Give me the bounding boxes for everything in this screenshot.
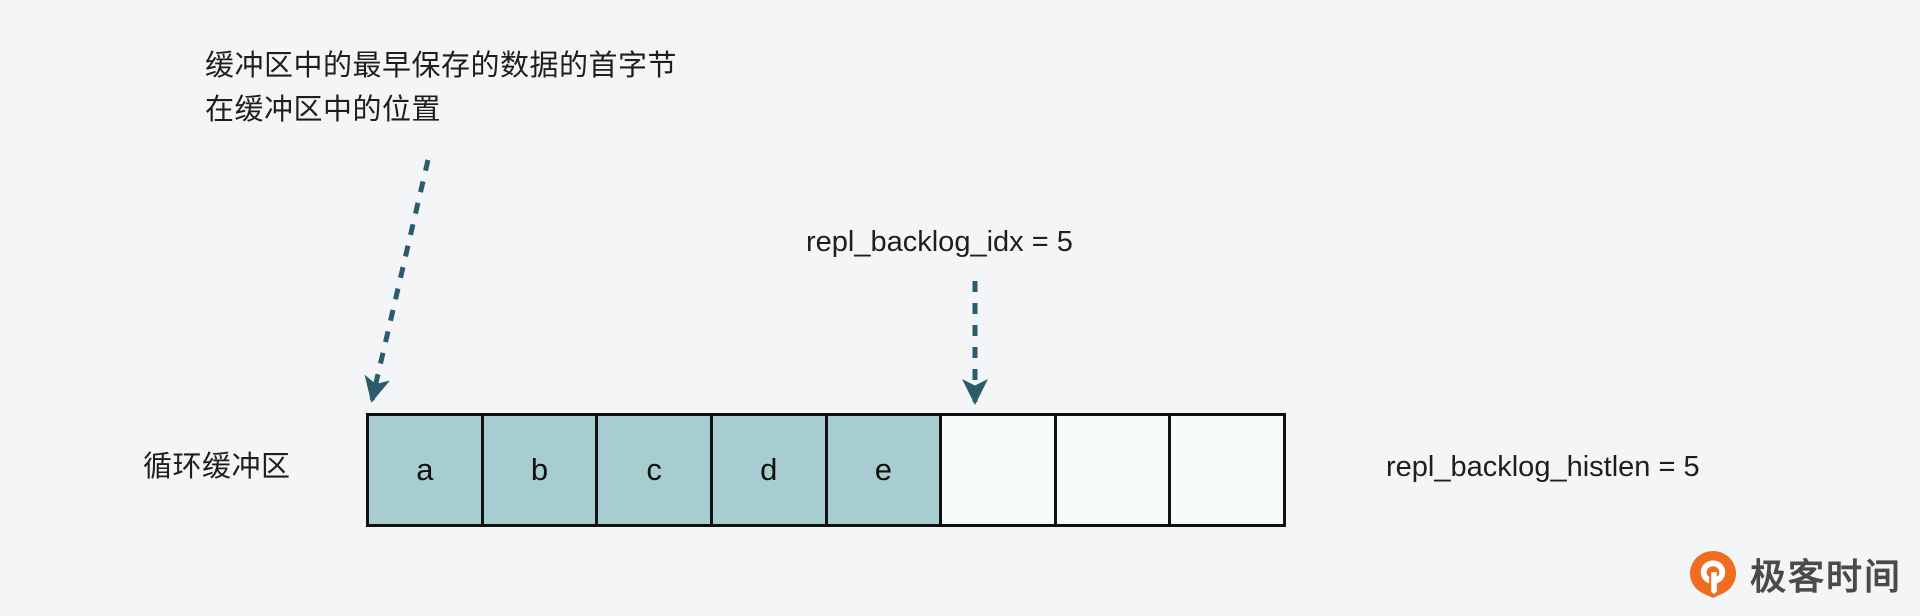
buffer-cell-0: a [366, 413, 481, 527]
buffer-cell-3: d [709, 413, 825, 527]
buffer-cell-1: b [480, 413, 596, 527]
origin-annotation-line-2: 在缓冲区中的位置 [205, 94, 442, 126]
geekbang-logo-mark [1690, 551, 1736, 598]
origin-annotation-line-1: 缓冲区中的最早保存的数据的首字节 [205, 50, 678, 82]
geekbang-logo: 极客时间 [1688, 546, 1902, 602]
repl-backlog-histlen-label: repl_backlog_histlen = 5 [1386, 451, 1700, 483]
buffer-cell-7 [1168, 413, 1286, 527]
origin-annotation-note: 缓冲区中的最早保存的数据的首字节 在缓冲区中的位置 [205, 44, 677, 132]
buffer-cell-5 [939, 413, 1054, 527]
geekbang-logo-text: 极客时间 [1750, 556, 1903, 597]
circular-buffer-label: 循环缓冲区 [143, 451, 291, 483]
buffer-cell-2: c [595, 413, 710, 527]
origin-pointer-arrow [364, 159, 431, 403]
repl-backlog-idx-label: repl_backlog_idx = 5 [806, 226, 1073, 258]
buffer-cell-6 [1053, 413, 1169, 527]
buffer-cell-4: e [824, 413, 940, 527]
